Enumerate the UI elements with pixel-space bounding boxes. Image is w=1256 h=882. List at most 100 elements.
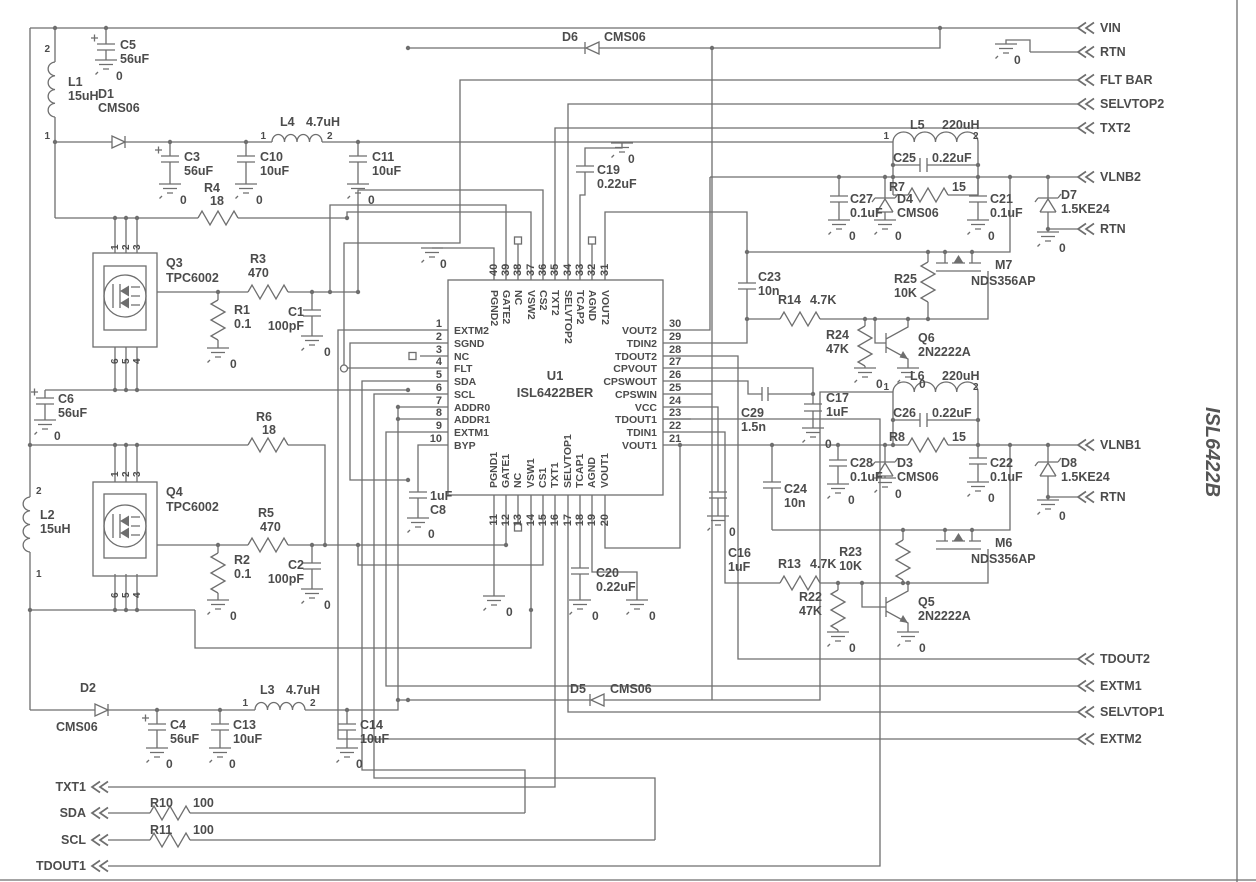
pin-name: VOUT1 [622, 440, 657, 452]
value-label: 10K [894, 286, 917, 300]
connector-chevron-icon [1077, 21, 1095, 35]
ground-label: 0 [166, 757, 173, 771]
value-label: 4.7uH [306, 115, 340, 129]
connector-chevron-icon [1077, 170, 1095, 184]
value-label: 1uF [826, 405, 849, 419]
pin-number: 3 [436, 344, 442, 356]
ground-label: 0 [230, 609, 237, 623]
chip-body [447, 279, 664, 496]
transistor-Q5 [885, 583, 909, 632]
connector-label: EXTM1 [1100, 679, 1142, 693]
connector-chevron-icon [1077, 652, 1095, 666]
value-label: 470 [248, 266, 269, 280]
ref-label: L4 [280, 115, 295, 129]
connector-label: RTN [1100, 222, 1126, 236]
resistor-R14 [779, 311, 821, 327]
value-label: NDS356AP [971, 552, 1036, 566]
nc-marker [587, 236, 597, 245]
pin-label: 4 [132, 358, 143, 364]
ref-label: C14 [360, 718, 383, 732]
inductor-L3 [254, 701, 306, 711]
connector-chevron-icon [1077, 732, 1095, 746]
ground-label: 0 [180, 193, 187, 207]
pin-number: 8 [436, 407, 442, 419]
connector-chevron-icon [1077, 121, 1095, 135]
value-label: 10uF [233, 732, 263, 746]
junction-dots [27, 25, 1051, 713]
mosfet-M7 [936, 252, 981, 272]
pin-number: 12 [500, 514, 512, 526]
ref-label: M6 [995, 536, 1012, 550]
ground-label: 0 [849, 641, 856, 655]
ref-label: D1 [98, 87, 114, 101]
ground-label: 0 [1059, 509, 1066, 523]
component-symbols [22, 41, 1062, 848]
value-label: 0.1uF [990, 206, 1023, 220]
pin-name: VSW1 [525, 458, 537, 488]
ref-label: C23 [758, 270, 781, 284]
pin-number: 7 [436, 395, 442, 407]
resistor-R8 [907, 437, 949, 453]
pin-name: CS1 [537, 467, 549, 488]
resistor-R25 [920, 261, 936, 303]
ref-label: D2 [80, 681, 96, 695]
pin-label: 2 [973, 382, 979, 393]
connector-chevron-icon [91, 780, 109, 794]
ref-label: R6 [256, 410, 272, 424]
pin-name: TCAP2 [574, 290, 586, 325]
pin-number: 36 [537, 264, 549, 276]
pin-name: SELVTOP1 [562, 434, 574, 488]
ref-label: C25 [893, 151, 916, 165]
ref-label: C16 [728, 546, 751, 560]
value-label: TPC6002 [166, 271, 219, 285]
ref-label: C3 [184, 150, 200, 164]
pin-name: ADDR0 [454, 402, 490, 414]
ref-label: C28 [850, 456, 873, 470]
ground-label: 0 [919, 641, 926, 655]
ref-label: C6 [58, 392, 74, 406]
ref-label: Q5 [918, 595, 935, 609]
pin-name: TCAP1 [574, 453, 586, 488]
pin-label: 1 [36, 569, 42, 580]
ref-label: C24 [784, 482, 807, 496]
value-label: 10uF [260, 164, 290, 178]
pin-number: 31 [599, 264, 611, 276]
ref-label: R22 [799, 590, 822, 604]
pin-number: 6 [436, 382, 442, 394]
ref-label: C10 [260, 150, 283, 164]
pin-name: SDA [454, 376, 477, 388]
pin-number: 28 [669, 344, 681, 356]
pin-name: NC [512, 472, 524, 488]
ref-label: C27 [850, 192, 873, 206]
ref-label: R7 [889, 180, 905, 194]
connector-chevron-icon [1077, 490, 1095, 504]
pin-label: 3 [132, 244, 143, 250]
value-label: 1.5KE24 [1061, 202, 1110, 216]
pin-name: TXT1 [549, 462, 561, 488]
connector-chevron-icon [1077, 438, 1095, 452]
pin-name: VOUT1 [599, 453, 611, 488]
pin-name: VSW2 [525, 290, 537, 320]
pin-number: 37 [525, 264, 537, 276]
ground-label: 0 [356, 757, 363, 771]
ground-label: 0 [230, 357, 237, 371]
pin-label: 2 [36, 486, 42, 497]
pin-number: 29 [669, 331, 681, 343]
ref-label: D3 [897, 456, 913, 470]
value-label: 18 [262, 423, 276, 437]
ref-label: L5 [910, 118, 925, 132]
value-label: CMS06 [897, 206, 939, 220]
value-label: 56uF [120, 52, 150, 66]
ref-label: R11 [150, 823, 172, 837]
pin-label: 2 [121, 471, 132, 477]
connector-label: VLNB2 [1100, 170, 1141, 184]
ground-label: 0 [256, 193, 263, 207]
ref-label: R4 [204, 181, 220, 195]
value-label: 10uF [360, 732, 390, 746]
value-label: 15 [952, 430, 966, 444]
mosfet-M6 [936, 530, 981, 550]
value-label: 0.1 [234, 317, 251, 331]
